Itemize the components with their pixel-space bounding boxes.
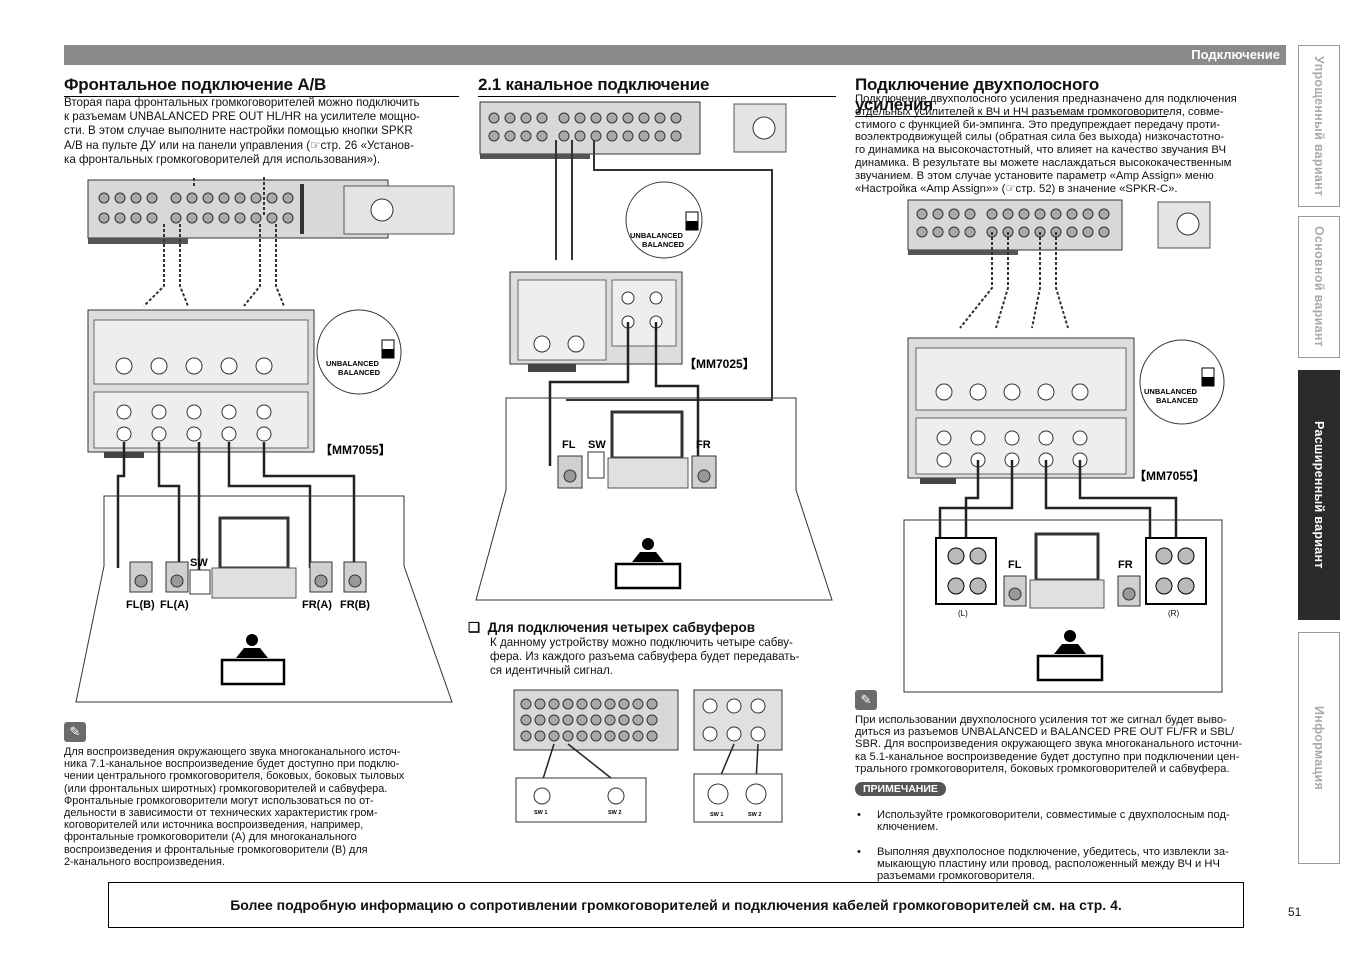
tab-advanced[interactable]: Расширенный вариант <box>1298 370 1340 620</box>
switch-label-unbalanced: UNBALANCED <box>326 359 379 368</box>
checkbox-bullet-icon: ❑ <box>468 620 481 635</box>
left-body: Вторая пара фронтальных громкоговорителе… <box>64 96 421 166</box>
four-subwoofer-diagram: SW 1 SW 2 SW 1 SW 2 <box>513 689 783 823</box>
switch-label-unbalanced: UNBALANCED <box>1144 387 1197 396</box>
model-label: 【MM7055】 <box>1134 468 1205 483</box>
two-one-connection-diagram: UNBALANCED BALANCED 【MM7025】 FL SW FR <box>475 101 833 601</box>
jack-sw1-rca: SW 1 <box>534 810 547 816</box>
jack-sw1-xlr: SW 1 <box>710 812 723 818</box>
subwoofer-body: К данному устройству можно подключить че… <box>490 636 800 678</box>
pencil-icon: ✎ <box>64 722 86 742</box>
left-note: Для воспроизведения окружающего звука мн… <box>64 746 405 868</box>
switch-label-unbalanced: UNBALANCED <box>630 231 683 240</box>
list-item: Используйте громкоговорители, совместимы… <box>855 809 1287 833</box>
bi-amp-connection-diagram: UNBALANCED BALANCED 【MM7055】 (L) (R) FL … <box>903 199 1225 693</box>
jack-sw2-rca: SW 2 <box>608 810 621 816</box>
footer-note: Более подробную информацию о сопротивлен… <box>108 882 1244 928</box>
left-section-title: Фронтальное подключение A/B <box>64 75 459 97</box>
label-fl: FL <box>1008 559 1022 571</box>
label-fr: FR <box>1118 559 1133 571</box>
switch-label-balanced: BALANCED <box>642 240 685 249</box>
label-side-left: (L) <box>958 609 968 618</box>
header-section-title: Подключение <box>1191 47 1280 62</box>
ab-connection-diagram: UNBALANCED BALANCED 【MM7055】 SW FL(B) FL… <box>75 176 455 703</box>
right-section-title: Подключение двухполосного усиления <box>855 75 1167 117</box>
tab-simple[interactable]: Упрощенный вариант <box>1298 45 1340 207</box>
label-fr-b: FR(B) <box>340 599 370 611</box>
subwoofer-subtitle: ❑ Для подключения четырех сабвуферов <box>468 620 756 635</box>
label-fl: FL <box>562 439 576 451</box>
jack-sw2-xlr: SW 2 <box>748 812 761 818</box>
switch-label-balanced: BALANCED <box>338 368 381 377</box>
label-fl-a: FL(A) <box>160 599 189 611</box>
label-sw: SW <box>190 557 208 569</box>
header-bar: Подключение <box>64 45 1286 65</box>
label-side-right: (R) <box>1168 609 1179 618</box>
model-label: 【MM7055】 <box>320 442 391 457</box>
switch-label-balanced: BALANCED <box>1156 396 1199 405</box>
tab-info[interactable]: Информация <box>1298 632 1340 864</box>
right-bullets: Используйте громкоговорители, совместимы… <box>855 797 1287 895</box>
right-note: При использовании двухполосного усиления… <box>855 714 1243 775</box>
label-fl-b: FL(B) <box>126 599 155 611</box>
list-item: Выполняя двухполосное подключение, убеди… <box>855 846 1287 883</box>
note-label: ПРИМЕЧАНИЕ <box>855 779 946 797</box>
model-label: 【MM7025】 <box>684 356 755 371</box>
right-body: Подключение двухполосного усиления предн… <box>855 93 1237 195</box>
page-number: 51 <box>1288 905 1302 919</box>
tab-basic[interactable]: Основной вариант <box>1298 216 1340 358</box>
receiver-panel <box>87 179 389 239</box>
label-fr-a: FR(A) <box>302 599 332 611</box>
label-sw: SW <box>588 439 606 451</box>
middle-section-title: 2.1 канальное подключение <box>478 75 836 97</box>
subwoofer-section: ❑ Для подключения четырех сабвуферов К д… <box>468 620 840 679</box>
label-fr: FR <box>696 439 711 451</box>
pencil-icon: ✎ <box>855 690 877 710</box>
